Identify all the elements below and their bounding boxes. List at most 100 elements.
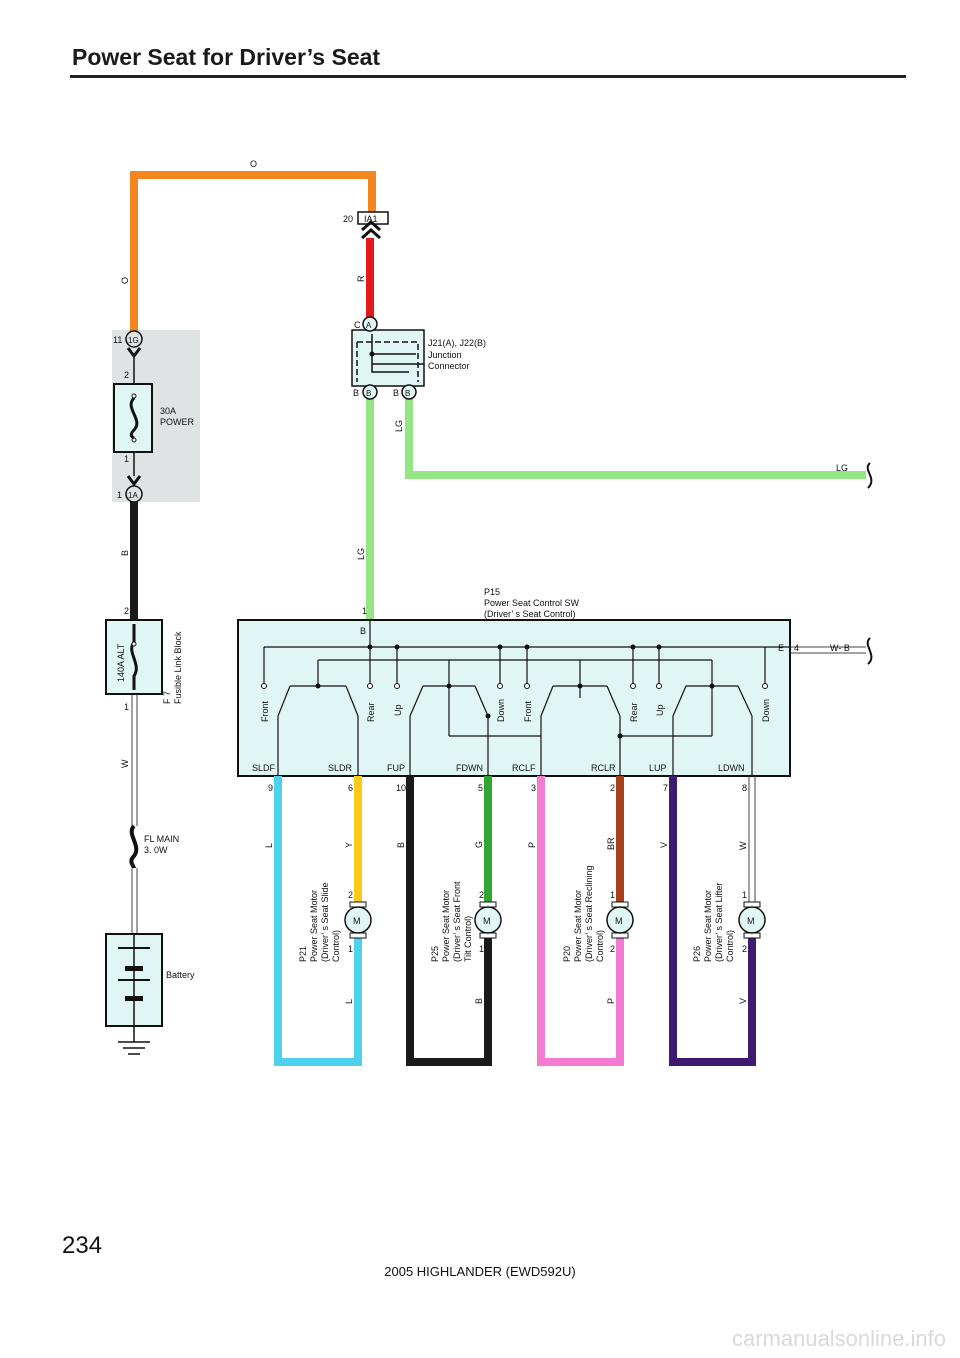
- wire-label-v-top: V: [659, 842, 669, 848]
- terminal-pin: 7: [663, 783, 668, 793]
- wire-label-y: Y: [344, 842, 354, 848]
- wire-label-v-bot: V: [738, 998, 748, 1004]
- motor-symbol: M: [353, 916, 361, 926]
- contact-label: Rear: [366, 702, 376, 722]
- title-rule: [70, 75, 906, 78]
- junction-b1-label: B: [366, 389, 371, 398]
- battery-label: Battery: [166, 970, 195, 980]
- wire-label-l-top: L: [264, 843, 274, 848]
- switch-pin-b: B: [360, 626, 366, 636]
- terminal-label: LUP: [649, 763, 667, 773]
- terminal-label: FDWN: [456, 763, 483, 773]
- fuse-line2: POWER: [160, 417, 195, 427]
- junction-b1-pin: B: [353, 388, 359, 398]
- switch-dots: [315, 644, 715, 739]
- motor-pin-top: 1: [610, 890, 615, 900]
- motor-pin-bottom: 2: [742, 944, 747, 954]
- motor-pin-top: 2: [479, 890, 484, 900]
- wire-break-wb: [866, 637, 873, 665]
- wire-label-wb: W- B: [830, 643, 850, 653]
- motor-line2: Power Seat Motor: [573, 890, 583, 962]
- wire-orange: [130, 171, 376, 340]
- junction-pin-b1: [362, 384, 378, 400]
- motor-p21: [344, 901, 372, 939]
- motor-line4: Control): [595, 930, 605, 962]
- motor-line1: P26: [692, 946, 702, 962]
- ia1-label: IA1: [364, 214, 378, 224]
- wire-label-o-left: O: [120, 277, 130, 284]
- junction-b2-pin: B: [393, 388, 399, 398]
- connector-ia1-chevron: [361, 219, 381, 240]
- fusible-line1: F 7: [162, 691, 172, 704]
- terminal-pin: 9: [268, 783, 273, 793]
- junction-line3: Connector: [428, 361, 470, 371]
- terminal-pin: 10: [396, 783, 406, 793]
- motor-line1: P21: [298, 946, 308, 962]
- motor-line3: (Driver’ s Seat Front: [452, 881, 462, 962]
- motor-pin-bottom: 2: [610, 944, 615, 954]
- wire-label-p-bot: P: [606, 998, 616, 1004]
- terminal-pin: 6: [348, 783, 353, 793]
- fuse-pin-bottom: 1: [124, 454, 129, 464]
- fusible-pin-bottom: 1: [124, 702, 129, 712]
- contact-label: Front: [260, 700, 270, 722]
- connector-1g: [125, 330, 143, 348]
- contact-label: Down: [496, 699, 506, 722]
- wire-label-lg-far: LG: [836, 463, 848, 473]
- terminal-label: FUP: [387, 763, 405, 773]
- contact-label: Up: [655, 704, 665, 716]
- wire-label-w: W: [120, 759, 130, 768]
- terminal-pin: 8: [742, 783, 747, 793]
- switch-line3: (Driver’ s Seat Control): [484, 609, 576, 619]
- switch-pin-b-num: 1: [362, 606, 367, 616]
- wire-label-lg-left: LG: [356, 548, 366, 560]
- motor-p25: [474, 901, 502, 939]
- wire-label-p-top: P: [527, 842, 537, 848]
- terminal-label: RCLF: [512, 763, 536, 773]
- c1g-pin: 11: [113, 335, 122, 345]
- motor-line4: Tilt Control): [463, 916, 473, 962]
- wire-purple-v: [669, 776, 756, 1066]
- motor-line2: Power Seat Motor: [309, 890, 319, 962]
- c1a-label: 1A: [128, 491, 138, 500]
- motor-symbol: M: [483, 916, 491, 926]
- contact-label: Rear: [629, 702, 639, 722]
- switch-line1: P15: [484, 587, 500, 597]
- junction-connector: [351, 329, 425, 387]
- wire-break-lg: [866, 462, 873, 489]
- watermark: carmanualsonline.info: [731, 1326, 946, 1351]
- switch-pin-e-num: 4: [794, 643, 799, 653]
- wire-label-o-top: O: [250, 159, 257, 169]
- wire-label-w-ldwn: W: [738, 841, 748, 850]
- wire-black-fup: [406, 776, 492, 1066]
- wire-label-br: BR: [606, 837, 616, 850]
- motor-pin-top: 2: [348, 890, 353, 900]
- contact-label: Down: [761, 699, 771, 722]
- motor-line3: (Driver’ s Seat Slide: [320, 882, 330, 962]
- page-number: 234: [62, 1232, 103, 1259]
- motor-symbol: M: [747, 916, 755, 926]
- wire-label-l-bot: L: [344, 999, 354, 1004]
- motor-pin-bottom: 1: [479, 944, 484, 954]
- power-seat-control-switch: [237, 619, 791, 777]
- junction-line1: J21(A), J22(B): [428, 338, 486, 348]
- motor-line3: (Driver’ s Seat Lifter: [714, 882, 724, 962]
- wire-label-lg-right: LG: [394, 420, 404, 432]
- fusible-line2: Fusible Link Block: [173, 631, 183, 704]
- switch-contacts-open: [261, 683, 768, 689]
- junction-a-pin: C: [354, 320, 361, 330]
- contact-label: Up: [393, 704, 403, 716]
- terminal-pin: 3: [531, 783, 536, 793]
- fl-main-line2: 3. 0W: [144, 845, 168, 855]
- wire-label-g: G: [474, 841, 484, 848]
- connector-1a: [125, 485, 143, 503]
- wire-label-r: R: [356, 275, 366, 282]
- wire-cyan-l: [274, 776, 362, 1066]
- motor-pin-top: 1: [742, 890, 747, 900]
- wire-label-b-bot: B: [474, 998, 484, 1004]
- terminal-pin: 2: [610, 783, 615, 793]
- fuse-pin-top: 2: [124, 370, 129, 380]
- fusible-pin-top: 2: [124, 606, 129, 616]
- terminal-label: SLDR: [328, 763, 353, 773]
